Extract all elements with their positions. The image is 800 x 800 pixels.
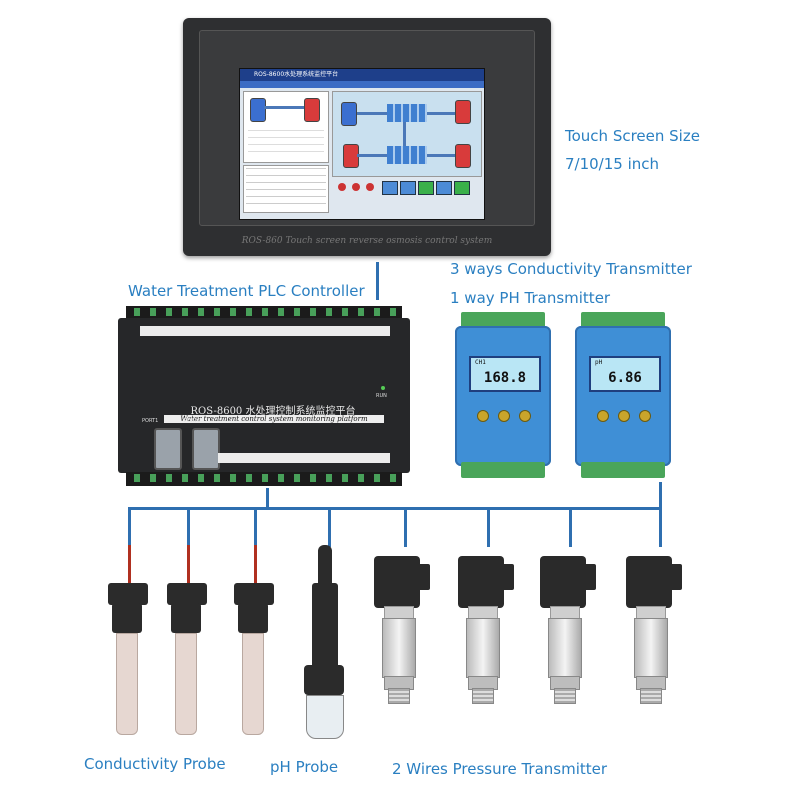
plc-bottom-terminals [126,472,402,486]
ph-transmitter: pH 6.86 [575,312,671,482]
run-led [381,386,385,390]
conductivity-transmitter: CH1 168.8 [455,312,551,482]
plc-top-terminals [126,306,402,320]
pressure-transmitter-2 [458,556,514,706]
drop-6 [487,507,490,547]
drop-1 [128,507,131,547]
hmi-status-table [243,165,329,213]
conductivity-lcd: CH1 168.8 [469,356,541,392]
drop-8 [659,507,662,547]
drop-7 [569,507,572,547]
drop-5 [404,507,407,547]
hmi-header: ROS-8600水处理系统监控平台 [240,69,484,81]
run-label: RUN [376,393,387,399]
ph-display-value: 6.86 [608,370,642,386]
conductivity-display-value: 168.8 [483,370,527,386]
pressure-transmitter-4 [626,556,682,706]
pressure-transmitter-label: 2 Wires Pressure Transmitter [392,760,608,778]
serial-port-1[interactable] [154,428,182,470]
plc-title: ROS-8600 水处理控制系统监控平台 [190,406,356,417]
plc-input-row [140,326,390,336]
touch-screen-device: ROS-8600水处理系统监控平台 [183,18,551,256]
plc-to-bus-line [266,488,269,508]
ph-transmitter-label: 1 way PH Transmitter [450,289,611,307]
drop-2 [187,507,190,547]
screen-caption: ROS-860 Touch screen reverse osmosis con… [241,236,493,246]
plc-subtitle: Water treatment control system monitorin… [164,415,384,423]
conductivity-transmitter-label: 3 ways Conductivity Transmitter [450,260,692,278]
ph-lcd: pH 6.86 [589,356,661,392]
hmi-subheader [240,81,484,88]
touch-screen-size-label: Touch Screen Size [565,127,700,145]
plc-body: RUN ROS-8600 水处理控制系统监控平台 Water treatment… [118,318,410,473]
conductivity-probe-label: Conductivity Probe [84,755,226,773]
hmi-readings-panel [243,91,329,163]
screen-to-plc-line [376,262,379,300]
plc-controller-label: Water Treatment PLC Controller [128,282,365,300]
port1-label: PORT1 [142,418,159,424]
port0-label: PORT0 [184,418,201,424]
ph-probe-label: pH Probe [270,758,339,776]
hmi-display: ROS-8600水处理系统监控平台 [239,68,485,220]
plc-output-row [218,453,390,463]
transmitter-to-bus-line [659,482,662,509]
hmi-button-row [332,179,480,209]
bus-line [128,507,662,510]
drop-3 [254,507,257,547]
pressure-transmitter-1 [374,556,430,706]
plc-controller: RUN ROS-8600 水处理控制系统监控平台 Water treatment… [118,300,410,488]
pressure-transmitter-3 [540,556,596,706]
touch-screen-inches-label: 7/10/15 inch [565,155,660,173]
serial-port-2[interactable] [192,428,220,470]
hmi-process-diagram [332,91,482,177]
drop-4 [328,507,331,547]
